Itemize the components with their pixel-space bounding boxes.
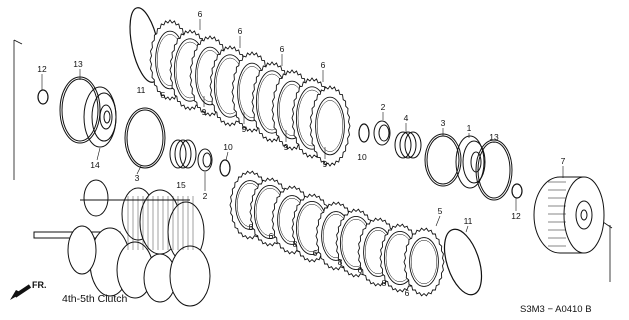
callout-3-right: 3 — [441, 118, 446, 128]
callout-11-lower: 11 — [464, 216, 473, 226]
shaft-assembly — [33, 179, 211, 307]
washer-2-mid — [373, 120, 391, 146]
snap-ring-11-lower — [443, 228, 483, 296]
callout-6-f: 6 — [313, 248, 318, 258]
callout-9-a: 9 — [202, 107, 207, 117]
front-arrow-icon: FR. — [10, 280, 47, 300]
piston-1 — [455, 135, 486, 189]
bearing-4 — [394, 131, 422, 159]
callout-6-h: 6 — [405, 288, 410, 298]
callout-2-mid: 2 — [381, 102, 386, 112]
clip-12-right — [511, 183, 523, 199]
callout-2-left: 2 — [203, 191, 208, 201]
callout-15: 15 — [176, 180, 186, 190]
front-mark-label: FR. — [32, 280, 47, 290]
callout-13-right: 13 — [489, 132, 499, 142]
callout-13-left: 13 — [73, 59, 83, 69]
clutch-drum-7 — [533, 176, 605, 254]
callout-4: 4 — [404, 113, 409, 123]
spring-3-left — [124, 107, 166, 169]
callout-6-e: 6 — [269, 231, 274, 241]
callout-6-c: 6 — [280, 44, 285, 54]
callout-8-d: 8 — [382, 278, 387, 288]
callout-6-b: 6 — [238, 26, 243, 36]
callout-8-b: 8 — [293, 239, 298, 249]
o-ring-13-left — [59, 76, 101, 144]
callout-12-left: 12 — [37, 64, 47, 74]
left-frame-lines — [13, 39, 23, 180]
clip-12-left — [37, 89, 49, 105]
callout-5-lower: 5 — [438, 206, 443, 216]
lower-disc-9 — [403, 227, 445, 297]
upper-clutch-stack — [149, 19, 351, 167]
callout-6-d: 6 — [321, 60, 326, 70]
callout-9-d: 9 — [323, 159, 328, 169]
callout-8-c: 8 — [338, 257, 343, 267]
bearing-15 — [169, 139, 197, 169]
callout-12-right: 12 — [511, 211, 521, 221]
callout-8-a: 8 — [249, 222, 254, 232]
callout-5-upper: 5 — [161, 90, 166, 100]
upper-disc-9 — [309, 85, 351, 167]
clip-10-mid — [358, 123, 370, 143]
diagram-code: S3M3 − A0410 B — [520, 304, 592, 315]
callout-6-a: 6 — [198, 9, 203, 19]
callout-10-mid: 10 — [357, 152, 367, 162]
callout-1: 1 — [467, 123, 472, 133]
o-ring-13-right — [475, 139, 513, 201]
callout-3-left: 3 — [135, 173, 140, 183]
callout-14: 14 — [90, 160, 100, 170]
callout-6-g: 6 — [358, 265, 363, 275]
callout-7: 7 — [561, 156, 566, 166]
washer-2-left — [197, 148, 213, 172]
callout-9-b: 9 — [242, 124, 247, 134]
callout-9-c: 9 — [284, 142, 289, 152]
callout-11-upper: 11 — [137, 85, 146, 95]
callout-10-left: 10 — [223, 142, 233, 152]
leader-lines — [41, 19, 564, 233]
callout-labels: 12 13 14 11 5 6 6 6 6 9 9 9 9 10 2 4 3 1… — [37, 9, 565, 298]
diagram-caption: 4th-5th Clutch — [62, 293, 128, 305]
lower-clutch-stack — [229, 170, 445, 297]
clip-10-left — [219, 159, 231, 177]
